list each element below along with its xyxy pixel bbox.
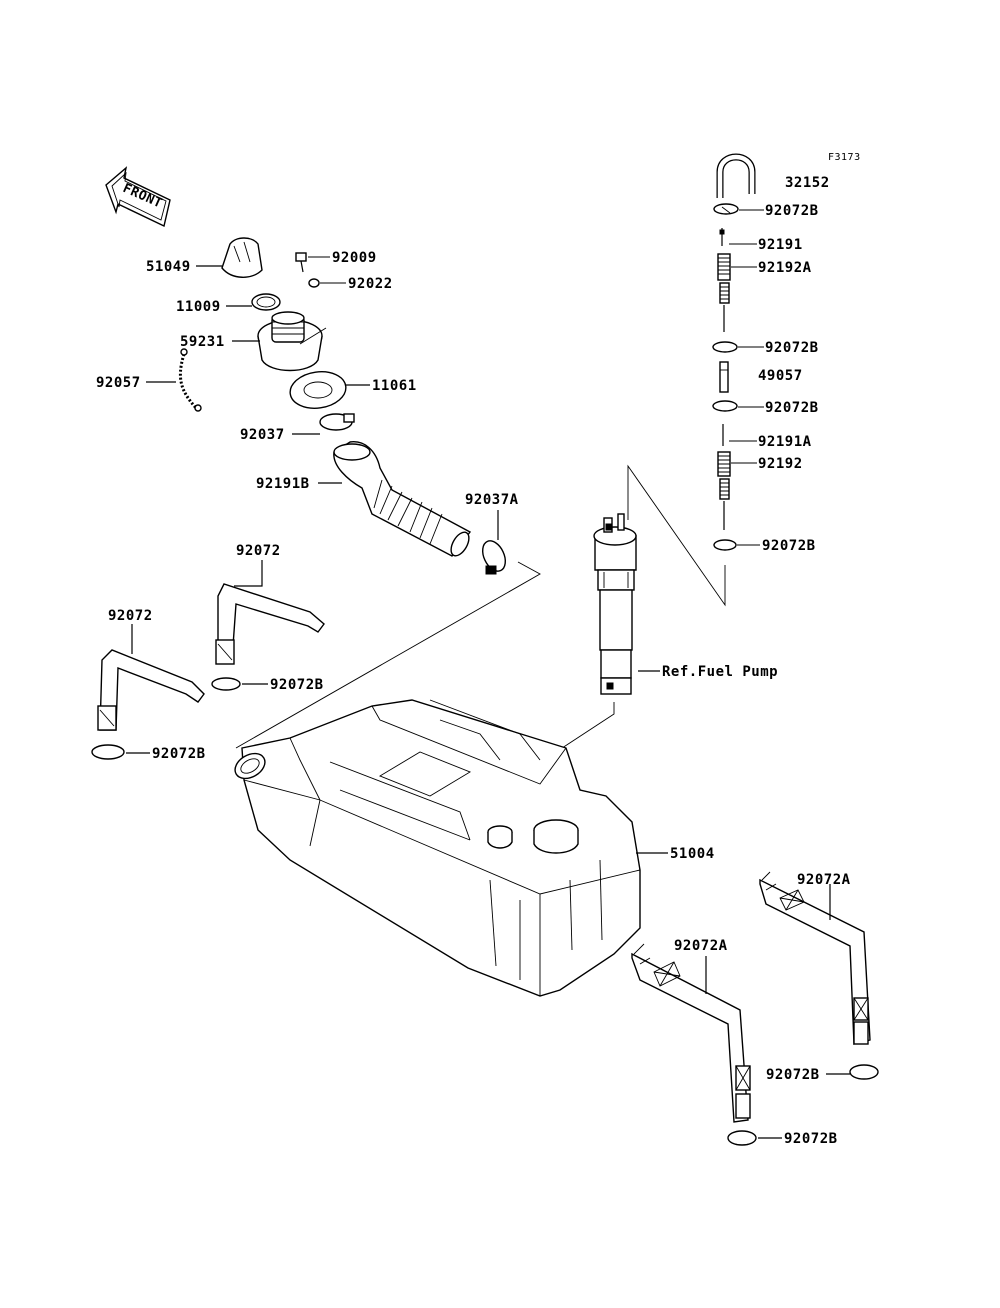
- part-label: 11061: [372, 378, 417, 394]
- part-label: 92072A: [797, 872, 851, 888]
- tank-band-lower: 92072A 92072A 92072B 92072B: [631, 871, 879, 1147]
- part-label: 92072B: [766, 1067, 820, 1083]
- filler-cap-assembly: 51049 92009 92022 11009 59231 92057: [96, 237, 541, 749]
- part-label: 92072B: [765, 400, 819, 416]
- tank-band-upper: 92072 92072 92072B 92072B: [91, 543, 325, 762]
- part-label: 92191A: [758, 434, 812, 450]
- diagram-code: F3173: [828, 152, 861, 163]
- part-label: 92072: [236, 543, 281, 559]
- part-label: 92191B: [256, 476, 310, 492]
- part-label: 92009: [332, 250, 377, 266]
- fuel-pump: Ref.Fuel Pump: [555, 513, 778, 753]
- part-label: 92072B: [270, 677, 324, 693]
- part-label: 92072B: [152, 746, 206, 762]
- part-label: 92072: [108, 608, 153, 624]
- part-label: 92192: [758, 456, 803, 472]
- part-label: 92022: [348, 276, 393, 292]
- part-label: 92057: [96, 375, 141, 391]
- part-label: 92072B: [765, 340, 819, 356]
- part-label: 49057: [758, 368, 803, 384]
- part-label: 92191: [758, 237, 803, 253]
- part-label: 11009: [176, 299, 221, 315]
- part-label: 51049: [146, 259, 191, 275]
- part-label: 92072B: [765, 203, 819, 219]
- part-label: 51004: [670, 846, 715, 862]
- front-arrow-icon: FRONT: [105, 166, 171, 228]
- vent-line-assembly: [627, 153, 756, 607]
- ref-fuel-pump-label: Ref.Fuel Pump: [662, 664, 778, 680]
- part-label: 32152: [785, 175, 830, 191]
- part-label: 92037: [240, 427, 285, 443]
- part-label: 92037A: [465, 492, 519, 508]
- part-label: 92072B: [762, 538, 816, 554]
- part-label: 92192A: [758, 260, 812, 276]
- part-label: 92072B: [784, 1131, 838, 1147]
- part-label: 59231: [180, 334, 225, 350]
- vent-labels: 32152 92072B 92191 92192A 92072B 49057 9…: [729, 175, 830, 554]
- fuel-tank: 51004: [234, 699, 715, 997]
- part-label: 92072A: [674, 938, 728, 954]
